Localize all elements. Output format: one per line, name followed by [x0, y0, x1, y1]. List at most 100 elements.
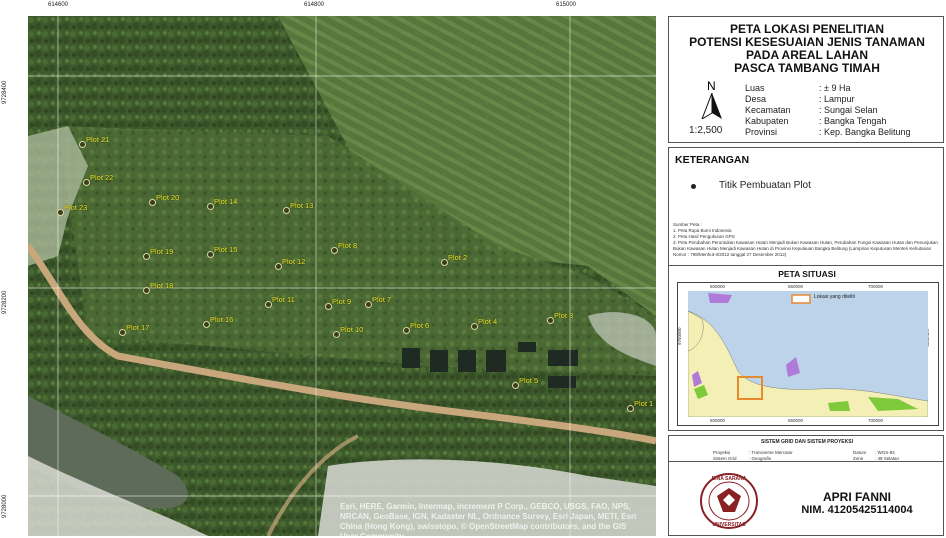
situasi-tick-bottom-3: 700000 [868, 418, 884, 423]
plot-marker[interactable] [119, 329, 126, 336]
peta-situasi-box: PETA SITUASI 600000 650000 700000 600000… [668, 265, 944, 431]
keterangan-title: KETERANGAN [675, 154, 750, 166]
logo-text-top: BINA SARANA [712, 476, 747, 482]
plot-marker[interactable] [331, 247, 338, 254]
situasi-legend-label: Lokasi yang diteliti [814, 294, 855, 300]
plot-marker[interactable] [143, 253, 150, 260]
map-title-line-4: PASCA TAMBANG TIMAH [734, 61, 880, 75]
map-tick-top-2: 614800 [304, 2, 325, 8]
sumber-item-1: 1. Peta Rupa Bumi Indonesia [673, 228, 732, 233]
plot-marker[interactable] [365, 301, 372, 308]
plot-marker[interactable] [83, 179, 90, 186]
info-provinsi-value: : Kep. Bangka Belitung [819, 127, 911, 137]
title-box: PETA LOKASI PENELITIAN POTENSI KESESUAIA… [668, 16, 944, 143]
map-imagery [28, 16, 656, 536]
map-tick-top-3: 615000 [556, 2, 577, 8]
north-label: N [707, 79, 716, 93]
situasi-tick-top-1: 600000 [710, 284, 726, 289]
plot-marker[interactable] [207, 203, 214, 210]
map-attribution: Esri, HERE, Garmin, Intermap, increment … [340, 502, 637, 536]
situasi-title: PETA SITUASI [778, 269, 836, 279]
plot-marker[interactable] [79, 141, 86, 148]
situasi-tick-side-left: 9750000 [677, 327, 682, 345]
map-title-line-2: POTENSI KESESUAIAN JENIS TANAMAN [689, 35, 925, 49]
plot-label: Plot 9 [332, 297, 352, 306]
info-provinsi-key: Provinsi [745, 127, 778, 137]
plot-label: Plot 23 [64, 203, 88, 212]
map-tick-left-2: 9728200 [2, 290, 8, 314]
plot-marker[interactable] [143, 287, 150, 294]
plot-marker[interactable] [149, 199, 156, 206]
map-tick-left-1: 9728400 [2, 80, 8, 104]
keterangan-box: KETERANGAN Titik Pembuatan Plot Sumber P… [668, 147, 944, 277]
plot-marker[interactable] [471, 323, 478, 330]
info-kabupaten-value: : Bangka Tengah [819, 116, 887, 126]
grid-datum-key: Datum [853, 450, 867, 455]
plot-marker[interactable] [265, 301, 272, 308]
plot-label: Plot 11 [272, 295, 295, 304]
situasi-map [688, 291, 928, 417]
grid-proyeksi-key: Proyeksi [713, 450, 731, 455]
info-luas-key: Luas [745, 83, 765, 93]
plot-label: Plot 14 [214, 197, 238, 206]
plot-marker[interactable] [207, 251, 214, 258]
plot-label: Plot 6 [410, 321, 430, 330]
sumber-peta: Sumber Peta : 1. Peta Rupa Bumi Indonesi… [673, 222, 939, 258]
situasi-tick-bottom-1: 600000 [710, 418, 726, 423]
info-kecamatan-key: Kecamatan [745, 105, 791, 115]
situasi-tick-top-2: 650000 [788, 284, 804, 289]
plot-marker[interactable] [325, 303, 332, 310]
sumber-item-3: 3. Peta Perubahan Peruntukan Kawasan Hut… [673, 240, 938, 257]
grid-sistem-key: Sistem Grid [713, 456, 737, 461]
plot-marker[interactable] [512, 382, 519, 389]
grid-sistem-value: : Geografis [749, 456, 772, 461]
author-name: APRI FANNI [822, 490, 891, 504]
north-arrow-icon [701, 93, 722, 119]
plot-marker[interactable] [333, 331, 340, 338]
plot-label: Plot 3 [554, 311, 574, 320]
plot-marker[interactable] [57, 209, 64, 216]
plot-label: Plot 2 [448, 253, 468, 262]
plot-label: Plot 8 [338, 241, 358, 250]
info-kecamatan-value: : Sungai Selan [819, 105, 878, 115]
grid-proyeksi-value: : Transverse Mercator [749, 450, 793, 455]
map-tick-top-1: 614600 [48, 2, 69, 8]
grid-datum-value: : WGS-84 [875, 450, 895, 455]
plot-label: Plot 12 [282, 257, 306, 266]
plot-marker[interactable] [627, 405, 634, 412]
plot-label: Plot 18 [150, 281, 174, 290]
info-desa-key: Desa [745, 94, 767, 104]
grid-zone-key: Zone [853, 456, 864, 461]
plot-label: Plot 19 [150, 247, 174, 256]
plot-label: Plot 13 [290, 201, 314, 210]
plot-label: Plot 10 [340, 325, 364, 334]
sumber-item-2: 2. Peta Hasil Pengukuran GPS [673, 234, 735, 239]
plot-point-icon [691, 184, 696, 189]
plot-marker[interactable] [403, 327, 410, 334]
scale-label: 1:2,500 [689, 125, 723, 136]
plot-marker[interactable] [547, 317, 554, 324]
plot-label: Plot 22 [90, 173, 114, 182]
map-title-line-1: PETA LOKASI PENELITIAN [729, 22, 884, 36]
plot-marker[interactable] [441, 259, 448, 266]
grid-zone-value: : 48 Selatan [875, 456, 900, 461]
map-tick-left-3: 9728000 [2, 494, 8, 518]
plot-label: Plot 15 [214, 245, 238, 254]
sumber-title: Sumber Peta : [673, 222, 702, 227]
university-logo: BINA SARANA UNIVERSITAS [700, 473, 758, 529]
logo-text-bottom: UNIVERSITAS [712, 522, 746, 528]
author-box: BINA SARANA UNIVERSITAS APRI FANNI NIM. … [668, 461, 944, 536]
situasi-tick-top-3: 700000 [868, 284, 884, 289]
author-nim: NIM. 41205425114004 [801, 504, 913, 516]
plot-label: Plot 20 [156, 193, 180, 202]
plot-marker[interactable] [275, 263, 282, 270]
plot-marker[interactable] [283, 207, 290, 214]
plot-label: Plot 21 [86, 135, 110, 144]
plot-marker[interactable] [203, 321, 210, 328]
situasi-tick-bottom-2: 650000 [788, 418, 804, 423]
grid-title: SISTEM GRID DAN SISTEM PROYEKSI [761, 439, 853, 445]
plot-label: Plot 4 [478, 317, 498, 326]
plot-label: Plot 7 [372, 295, 392, 304]
plot-label: Plot 5 [519, 376, 539, 385]
